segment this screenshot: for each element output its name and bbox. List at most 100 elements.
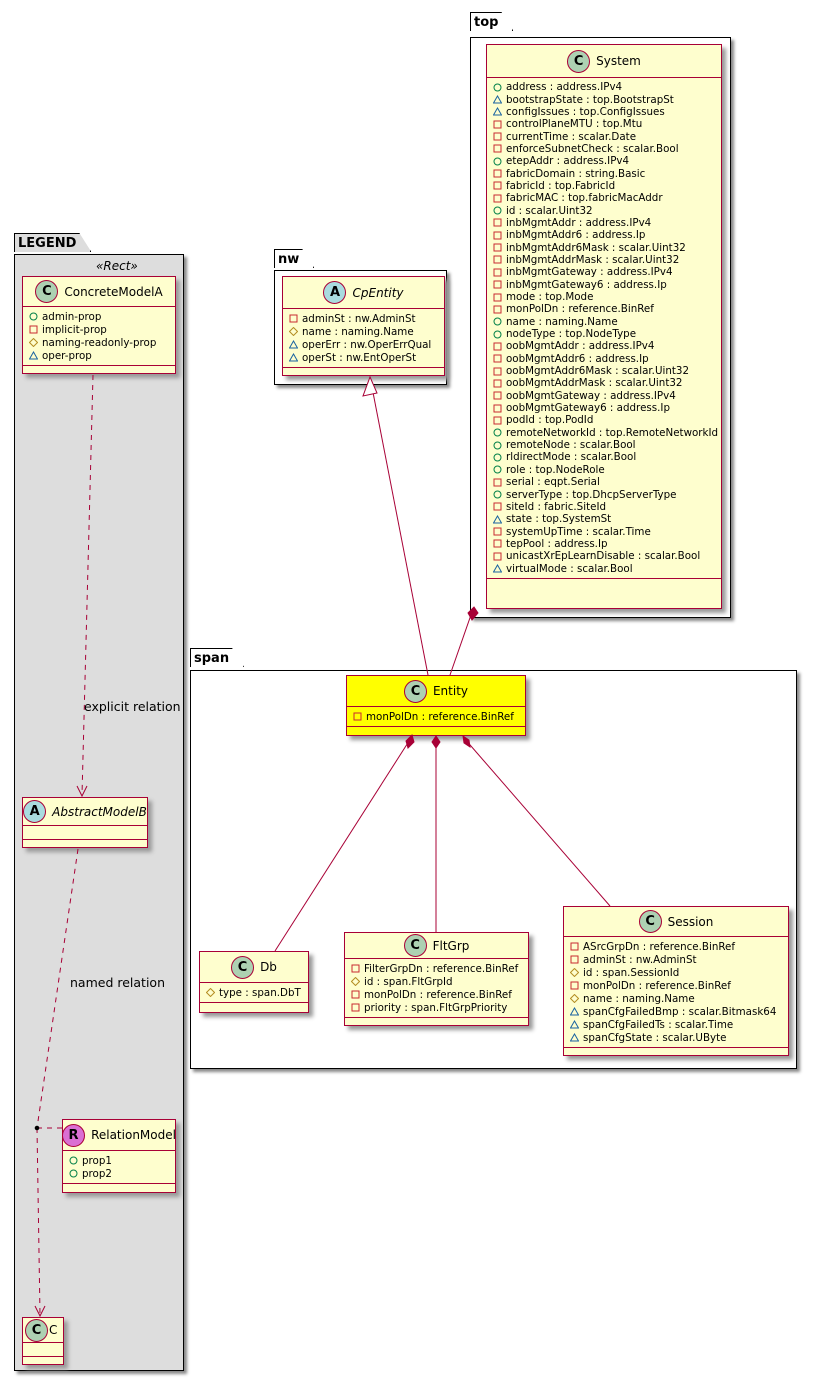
visibility-public-icon [493,428,502,437]
visibility-private-icon [570,955,579,964]
attribute-row: controlPlaneMTU : top.Mtu [493,118,715,130]
visibility-private-icon [351,990,360,999]
attribute-row: oobMgmtAddrMask : scalar.Uint32 [493,377,715,389]
visibility-package-icon [493,564,502,573]
attribute-text: fabricMAC : top.fabricMacAddr [506,192,663,205]
attribute-row: priority : span.FltGrpPriority [351,1001,522,1014]
attribute-text: oper-prop [42,349,92,362]
visibility-protected-icon [289,327,298,336]
stereotype-a-icon: A [23,800,47,823]
attribute-text: name : naming.Name [506,315,618,328]
attribute-text: prop2 [82,1167,112,1180]
attribute-text: virtualMode : scalar.Bool [506,562,633,575]
attribute-row: bootstrapState : top.BootstrapSt [493,93,715,106]
attribute-row: rldirectMode : scalar.Bool [493,451,715,463]
named-relation-line-b [36,1127,41,1316]
visibility-protected-icon [206,988,215,997]
attribute-text: unicastXrEpLearnDisable : scalar.Bool [506,550,701,563]
attribute-text: spanCfgState : scalar.UByte [583,1031,727,1044]
visibility-private-icon [570,981,579,990]
visibility-protected-icon [29,338,38,347]
attribute-text: mode : top.Mode [506,291,594,304]
visibility-package-icon [570,1007,579,1016]
explicit-relation-label: explicit relation [84,699,181,714]
attribute-row: FilterGrpDn : reference.BinRef [351,962,522,975]
class-name: Session [667,914,714,929]
class-name: CpEntity [352,285,404,300]
class-name: RelationModel [91,1128,176,1142]
visibility-private-icon [493,194,502,203]
stereotype-c-icon: C [638,910,662,933]
attribute-row: address : address.IPv4 [493,81,715,93]
attribute-row: operErr : nw.OperErrQual [289,338,438,351]
visibility-private-icon [289,314,298,323]
class-name: System [596,54,641,68]
attribute-text: inbMgmtAddr6Mask : scalar.Uint32 [506,241,686,254]
attribute-text: configIssues : top.ConfigIssues [506,105,665,118]
attribute-text: spanCfgFailedTs : scalar.Time [583,1018,734,1031]
attribute-row: state : top.SystemSt [493,513,715,525]
visibility-protected-icon [570,994,579,1003]
attribute-text: name : naming.Name [302,325,414,338]
visibility-private-icon [493,552,502,561]
stereotype-c-icon: C [25,1318,48,1342]
stereotype-r-icon: R [62,1123,86,1147]
named-relation-arrowhead [34,1305,46,1318]
stereotype-c-icon: C [35,280,59,303]
attribute-row: etepAddr : address.IPv4 [493,155,715,167]
visibility-protected-icon [351,977,360,986]
composition-diamond-system [467,606,479,621]
attribute-text: nodeType : top.NodeType [506,328,637,341]
attribute-row: monPolDn : reference.BinRef [351,988,522,1001]
visibility-private-icon [493,527,502,536]
visibility-private-icon [493,367,502,376]
visibility-private-icon [493,539,502,548]
visibility-package-icon [570,1020,579,1029]
attribute-row: inbMgmtGateway6 : address.Ip [493,279,715,291]
visibility-private-icon [351,964,360,973]
visibility-public-icon [493,453,502,462]
class-name: Entity [432,684,469,698]
named-relation-line-a [36,848,79,1129]
attribute-row: type : span.DbT [206,986,302,999]
class-abstractmodelb[interactable]: A AbstractModelB [22,797,148,848]
attribute-text: spanCfgFailedBmp : scalar.Bitmask64 [583,1005,777,1018]
attribute-text: admin-prop [42,310,102,323]
attribute-row: oobMgmtGateway6 : address.Ip [493,402,715,414]
attribute-text: oobMgmtAddr6Mask : scalar.Uint32 [506,365,690,378]
attribute-row: virtualMode : scalar.Bool [493,562,715,575]
attribute-text: state : top.SystemSt [506,513,612,526]
attribute-text: currentTime : scalar.Date [506,130,637,143]
attribute-list: monPolDn : reference.BinRef [347,707,525,727]
attribute-text: siteId : fabric.SiteId [506,500,607,513]
attribute-list [23,826,147,840]
attribute-text: monPolDn : reference.BinRef [364,988,512,1001]
class-header: R RelationModel [62,1120,176,1151]
visibility-private-icon [570,942,579,951]
visibility-private-icon [493,379,502,388]
composition-line-entity-db [274,737,412,952]
attribute-row: inbMgmtAddrMask : scalar.Uint32 [493,254,715,266]
class-name: AbstractModelB [52,804,147,819]
attribute-text: oobMgmtGateway6 : address.Ip [506,402,670,415]
attribute-text: operSt : nw.EntOperSt [302,351,417,364]
attribute-row: unicastXrEpLearnDisable : scalar.Bool [493,550,715,562]
stereotype-a-icon: A [323,281,347,304]
visibility-public-icon [69,1156,78,1165]
visibility-private-icon [493,132,502,141]
attribute-row: inbMgmtAddr6Mask : scalar.Uint32 [493,241,715,254]
attribute-row: nodeType : top.NodeType [493,328,715,340]
